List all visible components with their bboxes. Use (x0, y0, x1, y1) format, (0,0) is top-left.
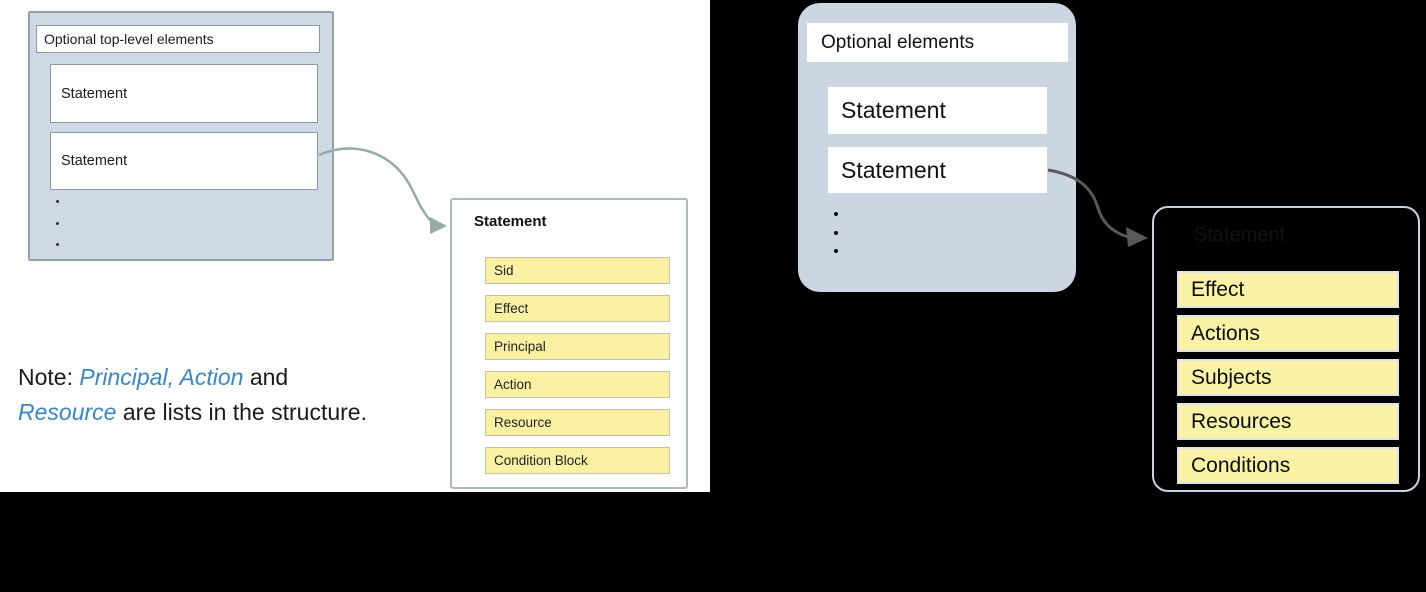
left-optional-elements-label: Optional top-level elements (44, 31, 214, 47)
field-resources: Resources (1177, 403, 1399, 440)
note-emphasis-resource: Resource (18, 399, 117, 425)
field-effect: Effect (485, 295, 670, 322)
left-statement-detail-box: Statement Sid Effect Principal Action Re… (450, 198, 688, 489)
right-optional-elements-box: Optional elements (807, 23, 1068, 62)
field-conditions: Conditions (1177, 447, 1399, 484)
field-actions: Actions (1177, 315, 1399, 352)
left-statement-label-1: Statement (61, 85, 128, 102)
dot-icon (834, 249, 838, 253)
field-sid: Sid (485, 257, 670, 284)
left-ellipsis-dots (56, 200, 59, 246)
right-statement-box-1: Statement (828, 87, 1047, 134)
left-figure-panel: Optional top-level elements Statement St… (0, 0, 710, 492)
left-statement-label-2: Statement (61, 153, 128, 169)
left-statement-detail-title: Statement (474, 213, 547, 230)
note-line1-suffix: and (243, 364, 289, 390)
right-curved-arrow-icon (1047, 168, 1148, 247)
left-optional-elements-box: Optional top-level elements (36, 25, 320, 53)
right-ellipsis-dots (834, 212, 838, 253)
right-statement-label-2: Statement (841, 156, 946, 183)
right-statement-detail-title: Statement (1194, 224, 1286, 246)
right-optional-elements-label: Optional elements (821, 31, 975, 53)
dot-icon (56, 221, 59, 225)
dot-icon (56, 200, 59, 203)
field-subjects: Subjects (1177, 359, 1399, 396)
dot-icon (56, 243, 59, 246)
right-figure-caption (900, 540, 1300, 564)
field-effect: Effect (1177, 271, 1399, 308)
right-statement-box-2: Statement (828, 147, 1047, 193)
left-statement-box-2: Statement (50, 132, 318, 190)
field-action: Action (485, 371, 670, 398)
right-statement-label-1: Statement (841, 97, 946, 123)
note-text: Note: Principal, Action and Resource are… (18, 360, 458, 430)
field-condition-block: Condition Block (485, 447, 670, 474)
left-statement-box-1: Statement (50, 64, 318, 123)
right-statement-detail-box: Statement Effect Actions Subjects Resour… (1152, 206, 1420, 492)
note-prefix: Note: (18, 364, 80, 390)
note-line2-suffix: are lists in the structure. (116, 399, 367, 425)
left-figure-caption (156, 540, 556, 564)
left-curved-arrow-icon (318, 147, 447, 234)
note-emphasis-principal-action: Principal, Action (79, 364, 244, 390)
field-resource: Resource (485, 409, 670, 436)
dot-icon (834, 212, 838, 216)
dot-icon (834, 230, 838, 235)
field-principal: Principal (485, 333, 670, 360)
